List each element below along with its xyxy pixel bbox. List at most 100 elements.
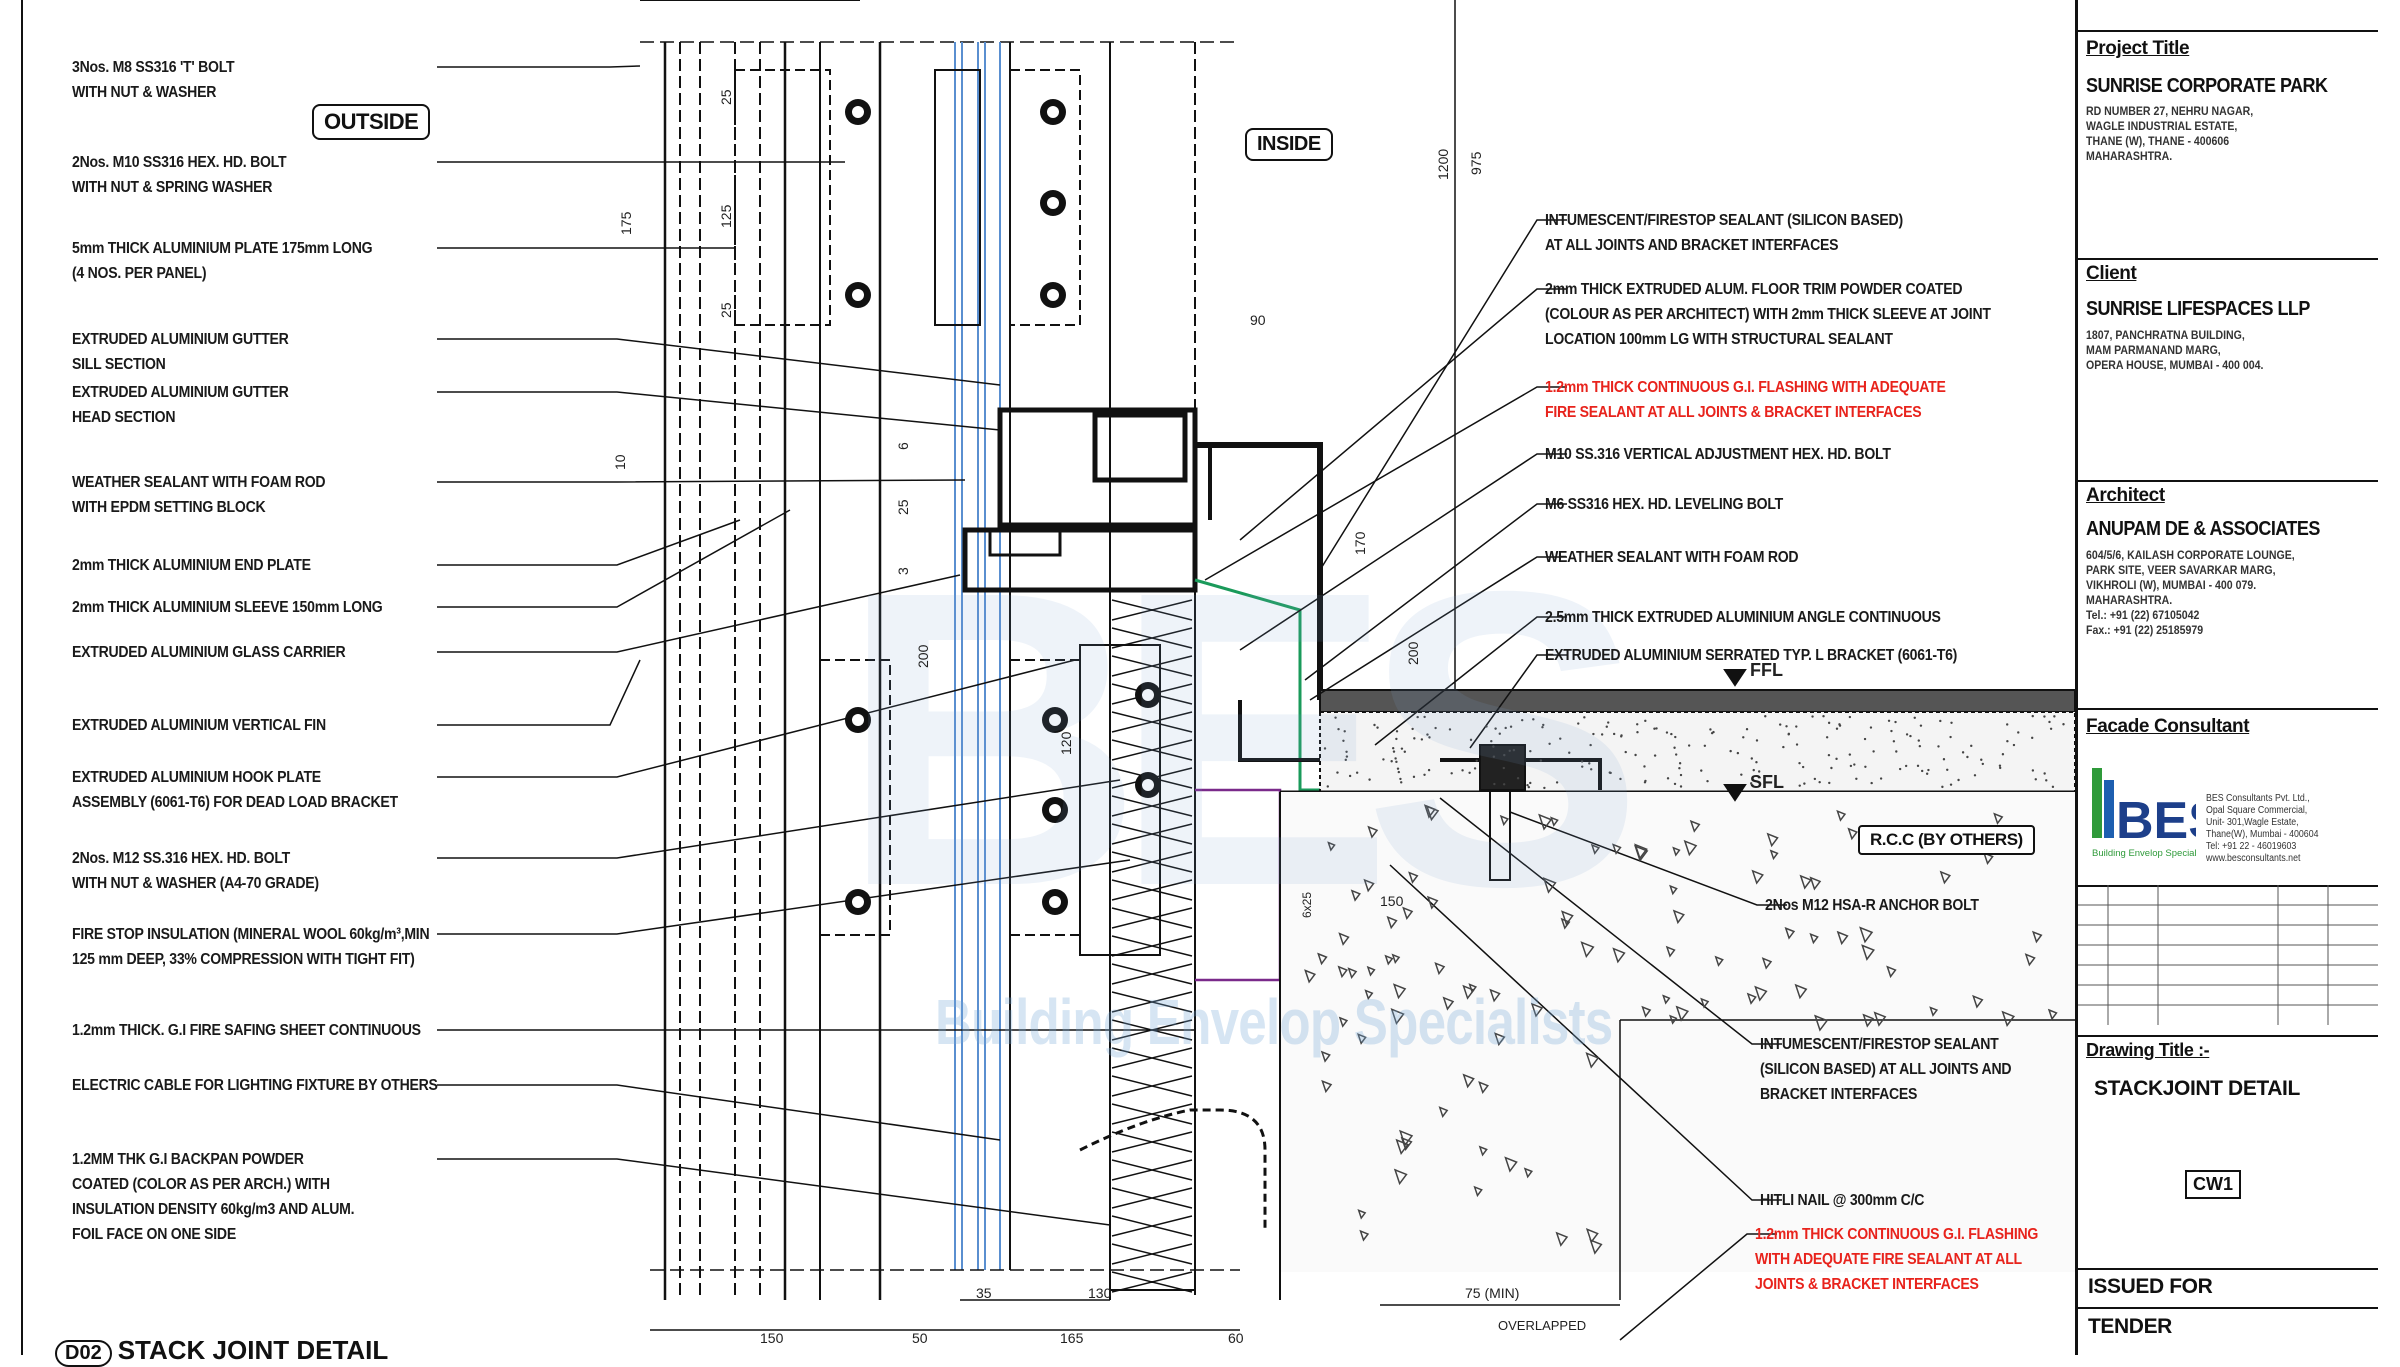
screed-dot bbox=[1345, 755, 1349, 758]
facade-consultant-heading: Facade Consultant bbox=[2086, 716, 2250, 737]
screed-dot bbox=[1941, 785, 1944, 789]
bes-logo-text: BES bbox=[2116, 792, 2196, 850]
screed-dot bbox=[1469, 738, 1473, 742]
right-annotation-2-line: 1.2mm THICK CONTINUOUS G.I. FLASHING WIT… bbox=[1545, 379, 1946, 396]
concrete-aggregate-mark bbox=[1550, 816, 1559, 827]
screed-dot bbox=[1412, 775, 1416, 779]
bolt-icon bbox=[1047, 106, 1059, 118]
screed-dot bbox=[1752, 768, 1755, 772]
outside-tag: OUTSIDE bbox=[312, 104, 431, 140]
right-annotation-leader bbox=[1509, 811, 1787, 906]
concrete-aggregate-mark bbox=[1395, 1138, 1409, 1156]
concrete-aggregate-mark bbox=[1438, 1106, 1449, 1118]
screed-dot bbox=[1326, 785, 1329, 788]
tb-divider bbox=[2078, 258, 2378, 260]
concrete-aggregate-mark bbox=[2024, 953, 2036, 967]
right-annotation-9: INTUMESCENT/FIRESTOP SEALANT(SILICON BAS… bbox=[1760, 1032, 2012, 1107]
dim-175: 175 bbox=[618, 211, 634, 235]
concrete-aggregate-mark bbox=[1542, 876, 1557, 894]
right-annotation-leader bbox=[1319, 219, 1567, 571]
concrete-aggregate-mark bbox=[2001, 1010, 2016, 1027]
screed-dot bbox=[1355, 771, 1359, 774]
left-annotation-12: FIRE STOP INSULATION (MINERAL WOOL 60kg/… bbox=[72, 922, 430, 972]
screed-dot bbox=[2048, 720, 2051, 724]
screed-dot bbox=[1798, 784, 1801, 787]
screed-dot bbox=[1827, 753, 1831, 757]
screed-dot bbox=[1509, 725, 1513, 728]
right-annotation-leader bbox=[1389, 864, 1782, 1201]
left-annotation-15-line: FOIL FACE ON ONE SIDE bbox=[72, 1226, 236, 1243]
concrete-aggregate-mark bbox=[1751, 869, 1764, 885]
concrete-aggregate-mark bbox=[1672, 846, 1681, 857]
screed-dot bbox=[1755, 739, 1759, 742]
screed-dot bbox=[1653, 727, 1656, 730]
screed-dot bbox=[1636, 723, 1639, 726]
right-annotation-4: M6 SS316 HEX. HD. LEVELING BOLT bbox=[1545, 492, 1783, 517]
detail-title-text: STACK JOINT DETAIL bbox=[117, 1335, 389, 1365]
screed-dot bbox=[1798, 761, 1801, 765]
left-annotation-1-line: WITH NUT & SPRING WASHER bbox=[72, 179, 273, 196]
screed-dot bbox=[1504, 726, 1507, 730]
right-annotation-leader bbox=[1304, 503, 1567, 681]
screed-dot bbox=[1670, 732, 1673, 736]
left-annotation-10-line: ASSEMBLY (6061-T6) FOR DEAD LOAD BRACKET bbox=[72, 794, 398, 811]
right-annotation-9-line: INTUMESCENT/FIRESTOP SEALANT bbox=[1760, 1036, 1999, 1053]
left-annotation-2-line: (4 NOS. PER PANEL) bbox=[72, 265, 207, 282]
screed-dot bbox=[1634, 753, 1637, 757]
concrete-aggregate-mark bbox=[1468, 983, 1478, 994]
screed-dot bbox=[1913, 716, 1916, 719]
concrete-aggregate-mark bbox=[1367, 825, 1379, 839]
screed-dot bbox=[1909, 734, 1912, 738]
screed-dot bbox=[1863, 737, 1867, 741]
screed-dot bbox=[1729, 749, 1732, 753]
concrete-aggregate-mark bbox=[1408, 871, 1419, 884]
concrete-aggregate-mark bbox=[1675, 1005, 1690, 1022]
concrete-aggregate-mark bbox=[1862, 1013, 1875, 1028]
screed-dot bbox=[1755, 761, 1758, 764]
concrete-aggregate-mark bbox=[1669, 884, 1678, 896]
screed-dot bbox=[1498, 732, 1501, 735]
dim-10: 10 bbox=[612, 454, 628, 470]
left-annotation-leader bbox=[437, 509, 791, 608]
screed-dot bbox=[1879, 777, 1883, 780]
dim-3: 3 bbox=[895, 567, 911, 575]
screed-dot bbox=[1970, 744, 1973, 748]
screed-dot bbox=[1343, 730, 1346, 733]
bolt-icon bbox=[1047, 197, 1059, 209]
concrete-aggregate-mark bbox=[1398, 1129, 1414, 1147]
screed-dot bbox=[1394, 757, 1397, 760]
screed-dot bbox=[1600, 733, 1604, 736]
dim-overlapped: OVERLAPPED bbox=[1498, 1318, 1587, 1333]
screed-dot bbox=[2005, 723, 2009, 726]
screed-dot bbox=[1368, 778, 1371, 781]
screed-dot bbox=[1679, 773, 1683, 777]
screed-dot bbox=[1555, 781, 1559, 784]
screed-dot bbox=[1801, 765, 1805, 769]
right-annotation-11-line: 1.2mm THICK CONTINUOUS G.I. FLASHING bbox=[1755, 1226, 2039, 1243]
architect-address: 604/5/6, KAILASH CORPORATE LOUNGE,PARK S… bbox=[2086, 548, 2295, 637]
screed-dot bbox=[2053, 715, 2056, 718]
tb-divider bbox=[2078, 1035, 2378, 1037]
right-annotation-1-line: LOCATION 100mm LG WITH STRUCTURAL SEALAN… bbox=[1545, 331, 1893, 348]
screed-dot bbox=[1608, 771, 1611, 774]
screed-dot bbox=[1673, 746, 1676, 749]
screed-dot bbox=[1376, 726, 1379, 729]
client-heading: Client bbox=[2086, 263, 2137, 284]
concrete-aggregate-mark bbox=[1390, 1008, 1405, 1026]
concrete-aggregate-mark bbox=[2031, 930, 2043, 944]
left-annotation-3-line: EXTRUDED ALUMINIUM GUTTER bbox=[72, 331, 289, 348]
screed-dot bbox=[1624, 750, 1627, 754]
project-address: RD NUMBER 27, NEHRU NAGAR,WAGLE INDUSTRI… bbox=[2086, 104, 2254, 163]
ffl-label: FFL bbox=[1750, 660, 1783, 680]
right-annotation-0-line: AT ALL JOINTS AND BRACKET INTERFACES bbox=[1545, 237, 1839, 254]
screed-dot bbox=[1787, 733, 1790, 736]
concrete-aggregate-mark bbox=[1799, 874, 1812, 890]
bes-address: BES Consultants Pvt. Ltd.,Opal Square Co… bbox=[2206, 793, 2319, 864]
screed-dot bbox=[1830, 766, 1833, 770]
screed-dot bbox=[1835, 757, 1838, 761]
right-annotation-leader bbox=[1204, 386, 1567, 581]
concrete-aggregate-mark bbox=[1861, 944, 1875, 961]
concrete-aggregate-mark bbox=[1478, 1145, 1488, 1157]
screed-dot bbox=[1803, 782, 1806, 785]
